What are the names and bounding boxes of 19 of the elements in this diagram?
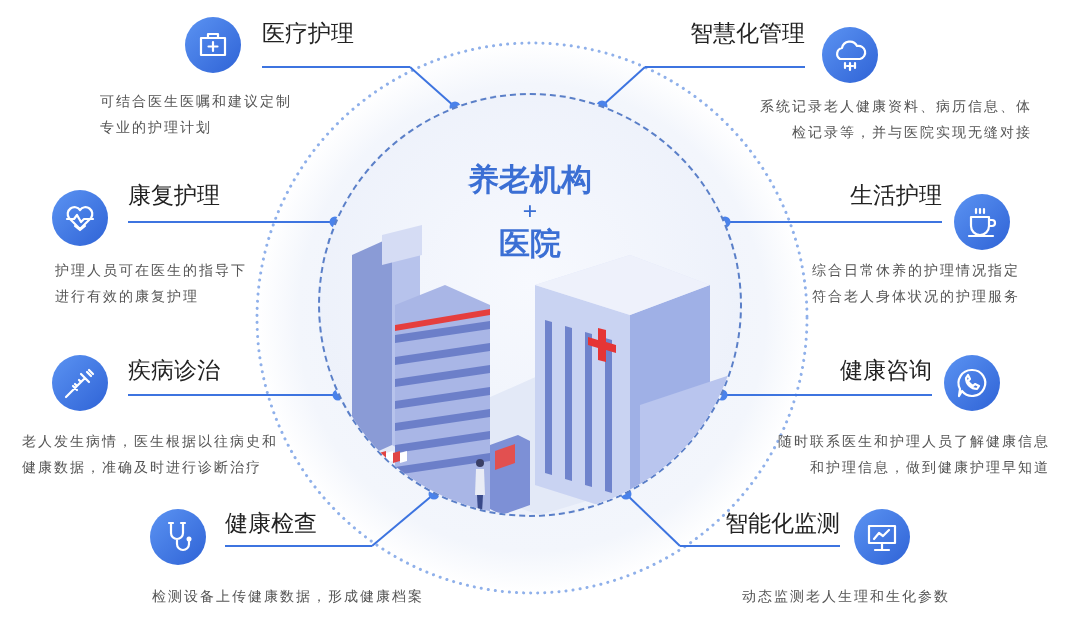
plus-sign: + [521, 196, 539, 227]
heading-text: 医院 [498, 227, 562, 261]
feature-title: 智慧化管理 [690, 19, 805, 48]
description-text: 随时联系医生和护理人员了解健康信息和护理信息，做到健康护理早知道 [777, 432, 1050, 477]
feature-title: 健康咨询 [840, 356, 932, 385]
feature-title: 医疗护理 [262, 19, 354, 48]
description-text: 可结合医生医嘱和建议定制专业的护理计划 [100, 92, 293, 137]
description-text: 系统记录老人健康资料、病历信息、体检记录等，并与医院实现无缝对接 [759, 97, 1032, 142]
feature-title: 生活护理 [850, 181, 942, 210]
feature-title: 智能化监测 [725, 509, 840, 538]
description-text: 检测设备上传健康数据，形成健康档案 [152, 587, 425, 606]
description-text: 老人发生病情，医生根据以往病史和健康数据，准确及时进行诊断治疗 [22, 432, 279, 477]
heading-text: 养老机构 [467, 163, 593, 197]
description-text: 动态监测老人生理和生化参数 [742, 587, 951, 606]
feature-title: 康复护理 [128, 181, 220, 210]
feature-title: 疾病诊治 [128, 356, 220, 385]
description-text: 护理人员可在医生的指导下进行有效的康复护理 [55, 261, 248, 306]
description-text: 综合日常休养的护理情况指定符合老人身体状况的护理服务 [812, 261, 1021, 306]
feature-title: 健康检查 [225, 509, 317, 538]
